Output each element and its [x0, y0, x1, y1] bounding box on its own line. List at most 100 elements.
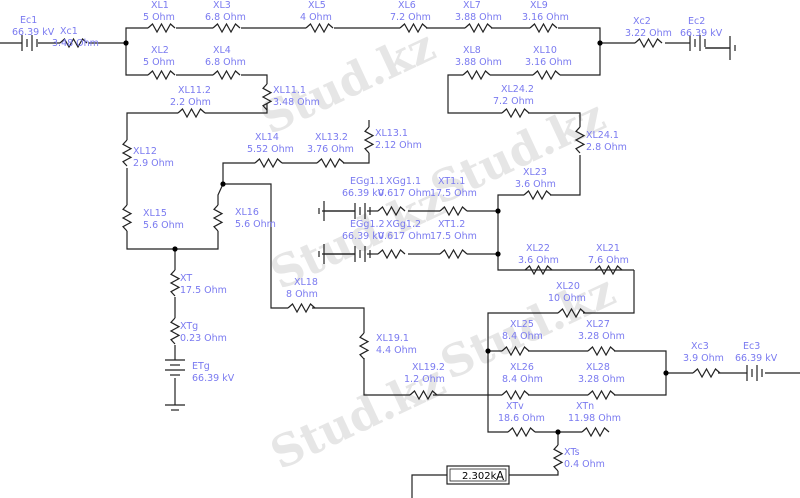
ammeter[interactable]: 2.302k A — [446, 465, 510, 485]
component-xl2[interactable]: XL25 Ohm — [143, 45, 176, 81]
component-xt1-2[interactable]: XT1.217.5 Ohm — [430, 219, 477, 260]
component-name: Xc2 — [633, 16, 651, 27]
junction-node — [495, 208, 501, 214]
component-egg1-1[interactable]: EGg1.166.39 kV — [318, 176, 385, 221]
component-xl1[interactable]: XL15 Ohm — [143, 0, 176, 34]
component-value: 5.52 Ohm — [247, 144, 294, 155]
component-value: 3.22 Ohm — [625, 28, 672, 39]
wire — [363, 358, 410, 396]
component-value: 3.48 Ohm — [52, 38, 99, 49]
component-value: 17.5 Ohm — [430, 188, 477, 199]
wire — [343, 153, 370, 164]
component-egg1-2[interactable]: EGg1.266.39 kV — [318, 219, 385, 264]
resistor-icon — [147, 22, 176, 34]
component-name: XL19.1 — [376, 333, 409, 344]
wire — [312, 307, 365, 333]
component-xl11-2[interactable]: XL11.22.2 Ohm — [170, 85, 211, 119]
resistor-icon — [524, 264, 553, 276]
ground-icon — [705, 36, 736, 60]
component-value: 5.6 Ohm — [235, 219, 276, 230]
resistor-icon — [409, 389, 438, 401]
resistor-icon — [287, 302, 316, 314]
resistor-icon — [121, 204, 133, 232]
component-name: XL24.2 — [501, 84, 534, 95]
resistor-icon — [532, 69, 561, 81]
component-xl19-2[interactable]: XL19.21.2 Ohm — [404, 362, 445, 401]
component-name: ETg — [192, 361, 210, 372]
component-name: XL8 — [463, 45, 481, 56]
component-name: XL25 — [510, 319, 534, 330]
component-xl13-1[interactable]: XL13.12.12 Ohm — [363, 126, 422, 154]
resistor-icon — [212, 69, 241, 81]
component-xt1-1[interactable]: XT1.117.5 Ohm — [430, 176, 477, 217]
resistor-icon — [557, 307, 586, 319]
battery-icon — [746, 365, 763, 381]
component-xl24-1[interactable]: XL24.12.8 Ohm — [574, 126, 627, 154]
wire — [528, 112, 581, 127]
resistor-icon — [147, 69, 176, 81]
component-xl19-1[interactable]: XL19.14.4 Ohm — [358, 332, 417, 360]
component-value: 3.88 Ohm — [455, 57, 502, 68]
component-value: 4.4 Ohm — [376, 345, 417, 356]
component-value: 66.39 kV — [192, 373, 235, 384]
component-name: XL15 — [143, 208, 167, 219]
wire — [558, 27, 601, 76]
resistor-icon — [587, 389, 616, 401]
component-name: XL21 — [596, 243, 620, 254]
component-name: XL1 — [151, 0, 169, 11]
resistor-icon — [462, 69, 491, 81]
resistor-icon — [305, 22, 334, 34]
component-value: 10 Ohm — [548, 293, 586, 304]
component-xl11-1[interactable]: XL11.13.48 Ohm — [261, 83, 320, 111]
component-xgg1-1[interactable]: XGg1.10.617 Ohm — [377, 176, 431, 217]
ground-icon — [318, 201, 355, 221]
wire — [583, 270, 635, 314]
component-value: 2.2 Ohm — [170, 97, 211, 108]
wire — [509, 471, 559, 476]
junction-node — [123, 40, 129, 46]
component-xgg1-2[interactable]: XGg1.20.617 Ohm — [377, 219, 431, 260]
component-xl24-2[interactable]: XL24.27.2 Ohm — [493, 84, 534, 119]
ammeter-display — [449, 468, 507, 482]
component-name: XT1.2 — [438, 219, 465, 230]
component-xl13-2[interactable]: XL13.23.76 Ohm — [307, 132, 354, 169]
component-value: 66.39 kV — [680, 28, 723, 39]
wire — [497, 194, 634, 271]
component-name: EGg1.1 — [350, 176, 385, 187]
battery-icon — [21, 35, 38, 51]
